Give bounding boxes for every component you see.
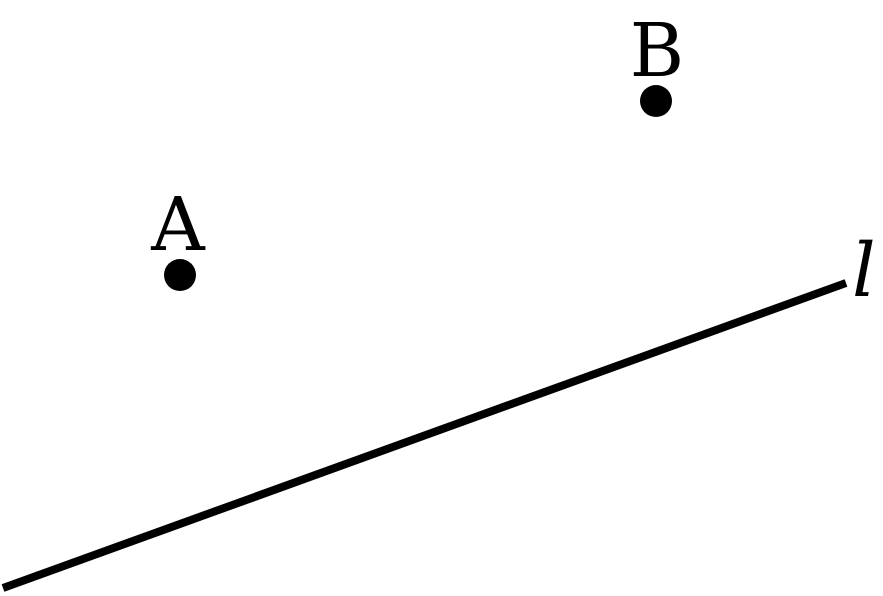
line-l-label: l xyxy=(852,228,876,314)
point-a-label: A xyxy=(150,182,206,268)
point-b xyxy=(640,85,672,117)
line-l xyxy=(1,279,848,592)
point-b-label: B xyxy=(630,8,684,94)
point-a xyxy=(164,259,196,291)
